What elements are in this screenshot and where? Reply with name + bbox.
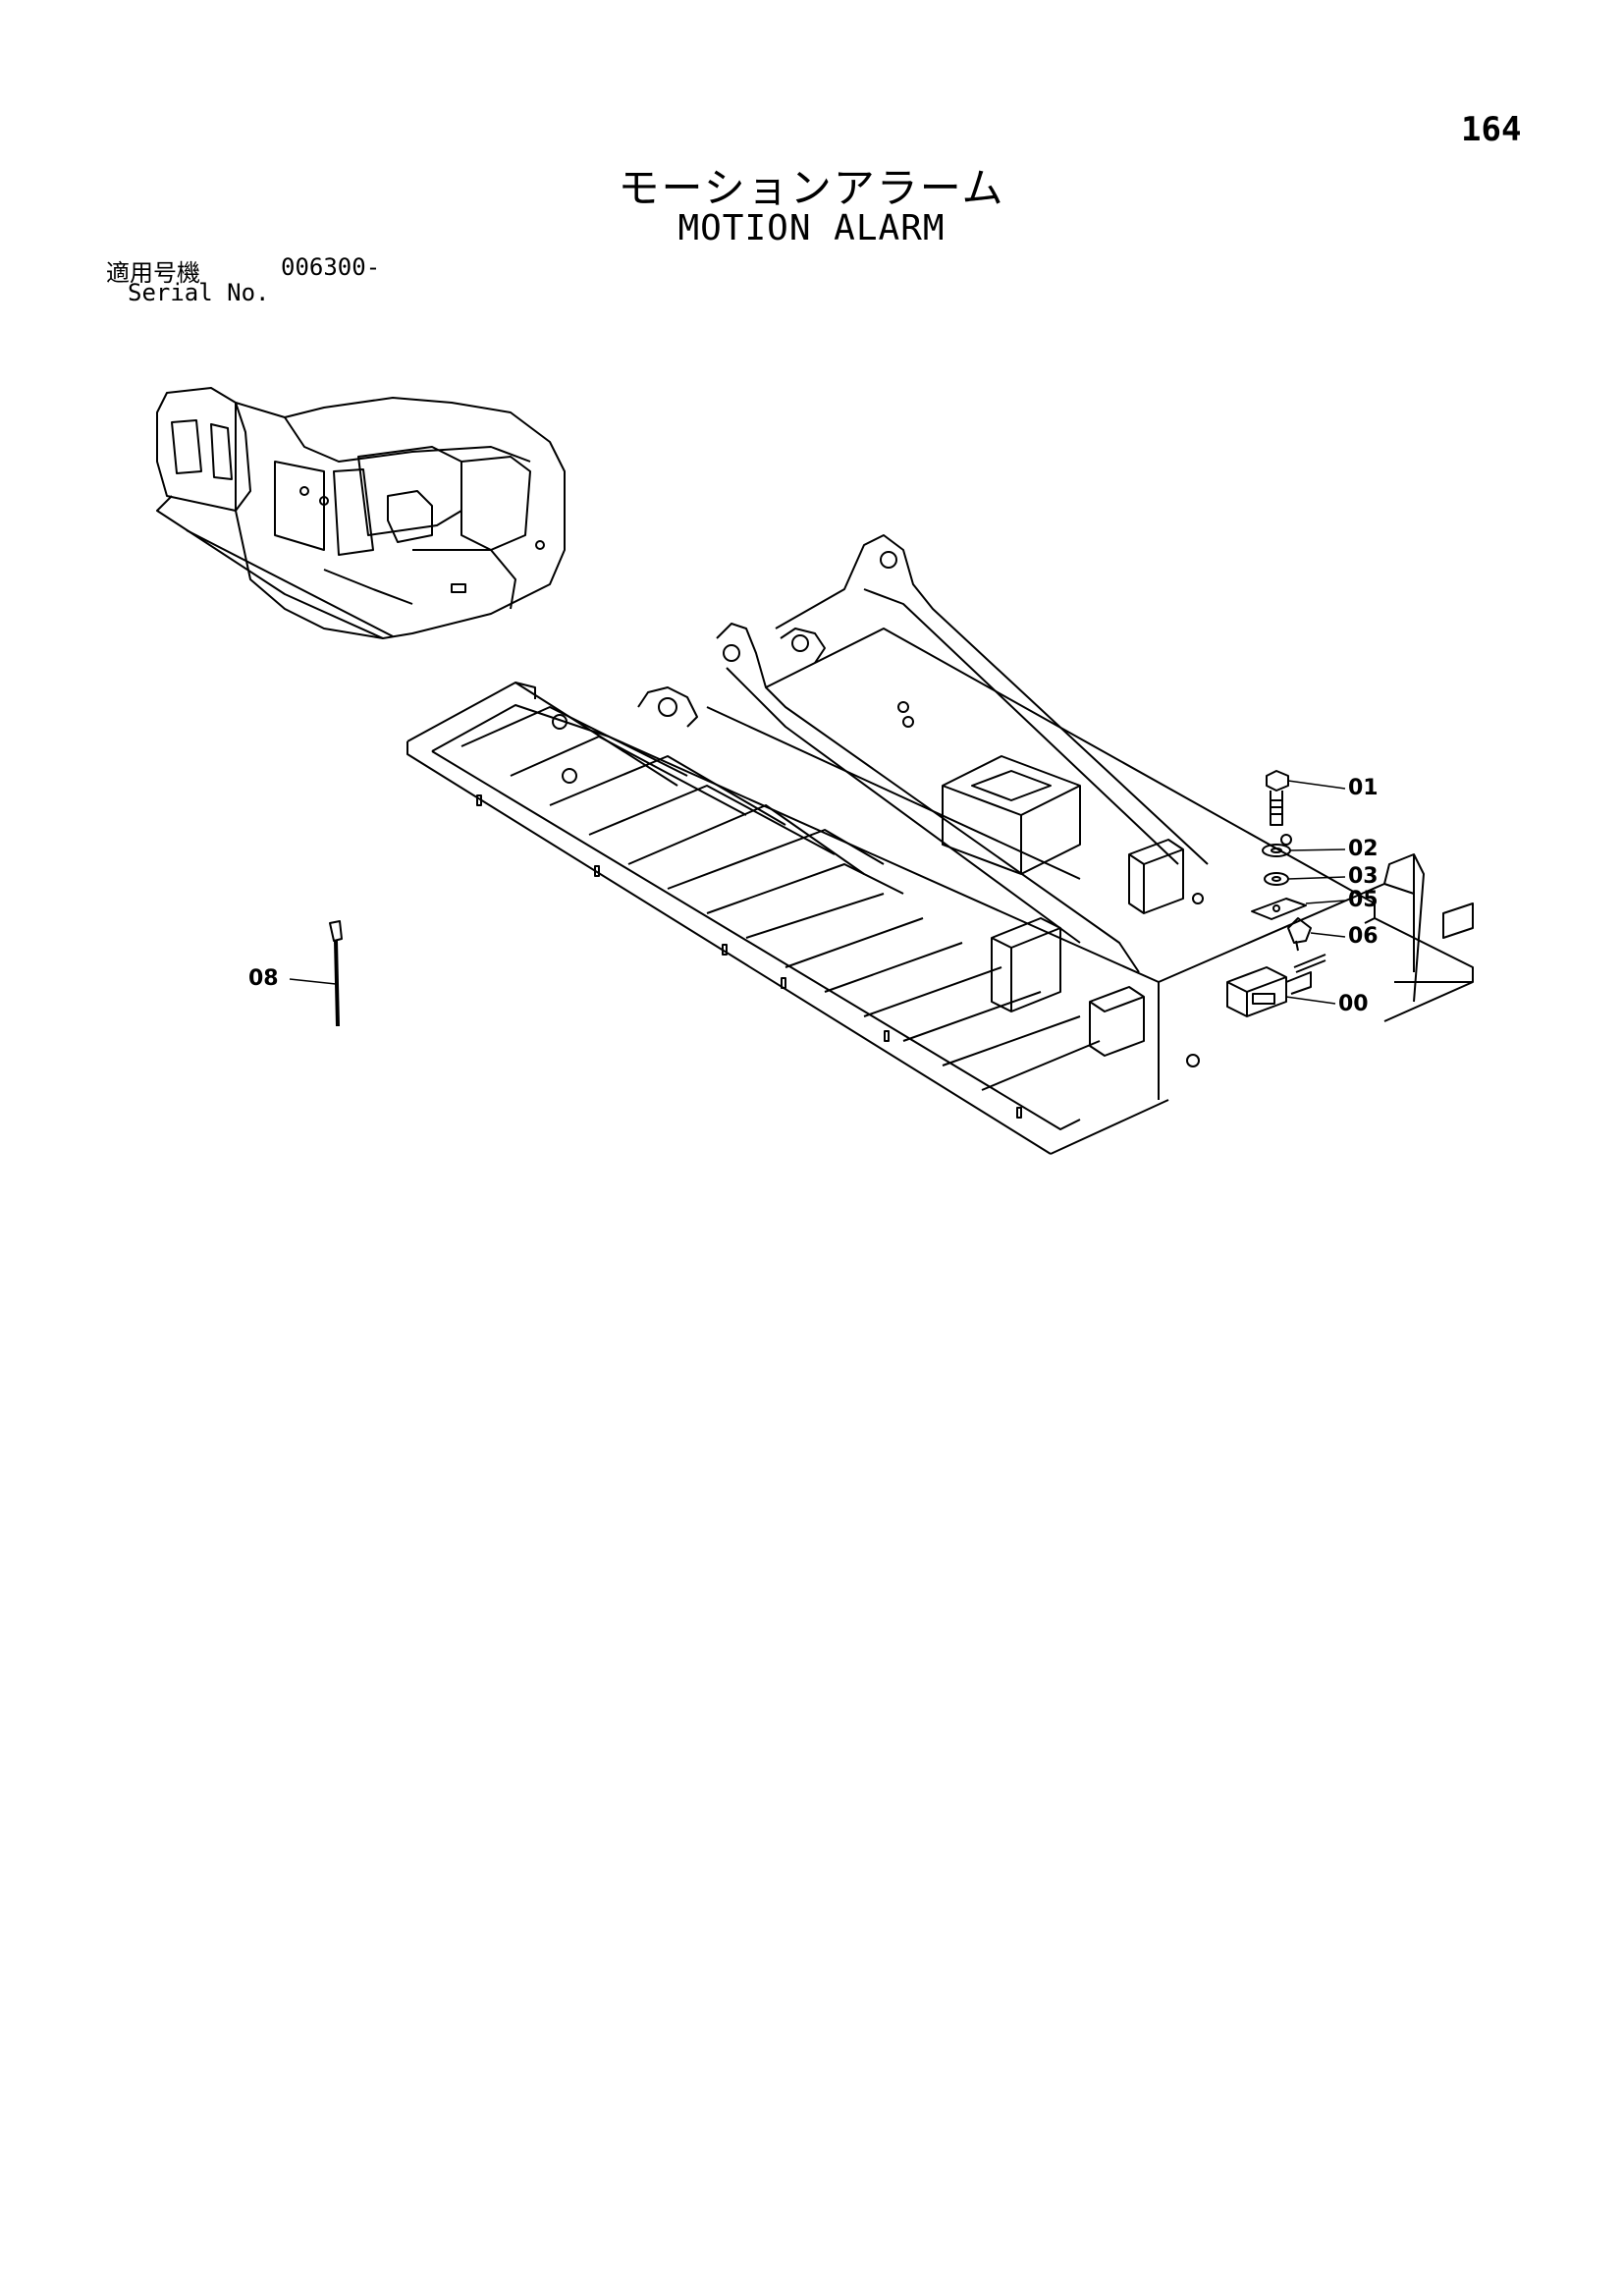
- bracket-part: [1251, 898, 1307, 920]
- callout-00: 00: [1338, 992, 1369, 1016]
- callout-08: 08: [248, 966, 279, 991]
- lock-washer-part: [1264, 872, 1289, 886]
- main-frame-sketch: [406, 534, 1474, 1155]
- page-number: 164: [1461, 110, 1522, 149]
- title-english: MOTION ALARM: [677, 208, 946, 248]
- cable-tie-part: [329, 920, 343, 1027]
- serial-label-english: Serial No.: [128, 279, 270, 306]
- leader-lines: [289, 780, 1346, 1005]
- washer-part: [1262, 844, 1291, 857]
- callout-05: 05: [1348, 888, 1379, 912]
- bolt-part: [1266, 770, 1289, 826]
- callout-01: 01: [1348, 776, 1379, 800]
- callout-03: 03: [1348, 864, 1379, 889]
- motion-alarm-unit: [1226, 966, 1312, 1017]
- machine-overview-sketch: [156, 387, 566, 639]
- callout-02: 02: [1348, 837, 1379, 861]
- title-japanese: モーションアラーム: [618, 164, 1005, 212]
- callout-06: 06: [1348, 924, 1379, 949]
- serial-label-japanese: 適用号機: [106, 259, 200, 287]
- serial-value: 006300-: [281, 253, 381, 281]
- clip-part: [1287, 917, 1326, 973]
